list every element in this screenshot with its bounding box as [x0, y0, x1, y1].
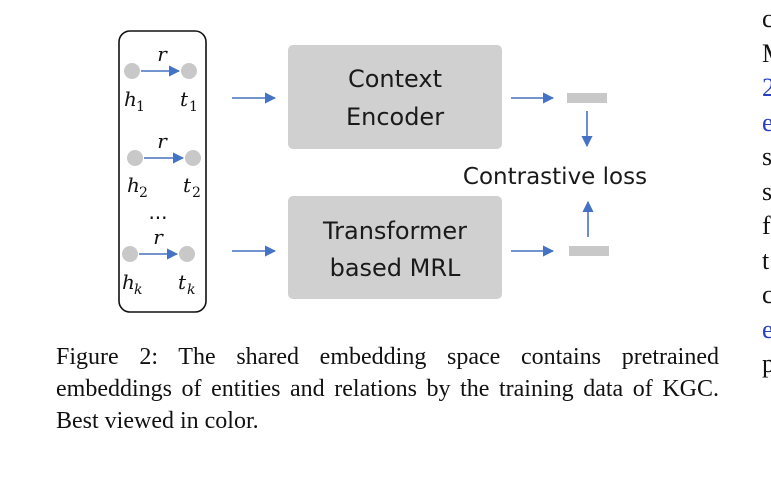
column-text-fragment: s [762, 142, 771, 171]
transformer-mrl-label-line1: Transformer [322, 217, 467, 245]
head-entity-node [122, 246, 138, 262]
triple-2: r h 2 t 2 [127, 129, 201, 201]
contrastive-loss-label: Contrastive loss [463, 164, 647, 190]
column-text-fragment: p [762, 349, 771, 378]
tail-entity-label: t [183, 173, 192, 197]
head-entity-node [127, 150, 143, 166]
context-embedding-bar [567, 93, 607, 103]
head-entity-subscript: 1 [136, 99, 145, 115]
column-text-fragment-link[interactable]: e [762, 107, 771, 137]
column-text-fragment: f [762, 211, 771, 240]
figure-caption: Figure 2: The shared embedding space con… [56, 344, 719, 434]
tail-entity-label: t [178, 270, 187, 294]
triple-k: r h k t k [122, 225, 195, 298]
column-text-fragment-link[interactable]: 2 [762, 73, 771, 102]
triple-relation-label: r [157, 129, 168, 153]
head-entity-subscript: k [134, 282, 142, 298]
head-entity-node [124, 63, 140, 79]
adjacent-column-text: cM2essftcep [762, 0, 771, 382]
triples-container [118, 30, 207, 313]
transformer-mrl-label-line2: based MRL [330, 254, 461, 282]
transformer-embedding-bar [569, 246, 609, 256]
context-encoder-label-line2: Encoder [346, 103, 444, 131]
tail-entity-node [179, 246, 195, 262]
tail-entity-subscript: k [187, 282, 195, 298]
transformer-mrl-box [288, 196, 502, 299]
triple-relation-label: r [157, 42, 168, 66]
triples-ellipsis: ... [148, 200, 167, 224]
tail-entity-node [181, 63, 197, 79]
column-text-fragment: c [762, 4, 771, 33]
column-text-fragment: c [762, 280, 771, 309]
column-text-fragment: M [762, 37, 771, 72]
column-text-fragment: s [762, 176, 771, 206]
tail-entity-node [185, 150, 201, 166]
column-text-fragment: t [762, 245, 770, 275]
triple-1: r h 1 t 1 [124, 42, 198, 115]
head-entity-label: h [122, 270, 135, 294]
head-entity-subscript: 2 [139, 185, 148, 201]
tail-entity-subscript: 1 [189, 99, 198, 115]
triple-relation-label: r [153, 225, 164, 249]
head-entity-label: h [127, 173, 140, 197]
tail-entity-label: t [180, 87, 189, 111]
head-entity-label: h [124, 87, 137, 111]
context-encoder-box [288, 45, 502, 149]
context-encoder-label-line1: Context [348, 65, 442, 93]
column-text-fragment-link[interactable]: e [762, 314, 771, 344]
tail-entity-subscript: 2 [192, 185, 201, 201]
